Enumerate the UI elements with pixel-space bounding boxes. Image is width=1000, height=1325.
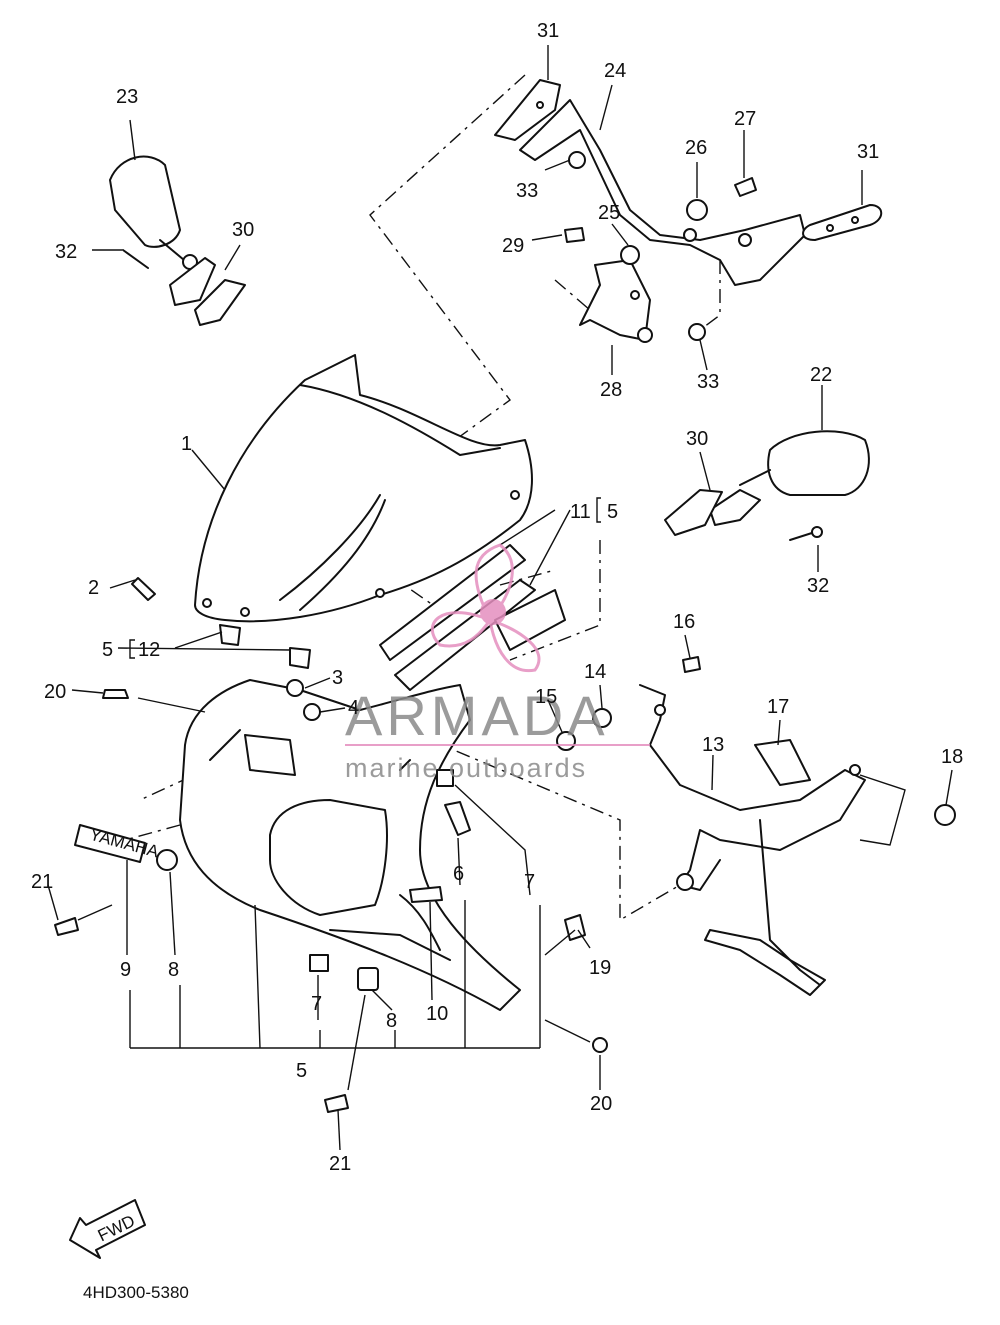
callout-7: 7: [524, 871, 535, 893]
watermark-tagline: marine outboards: [345, 753, 587, 783]
mirror-part-23: [109, 155, 216, 306]
callout-33: 33: [697, 371, 719, 393]
callout-18: 18: [941, 746, 963, 768]
bracket-part-24: [519, 99, 806, 286]
callout-32: 32: [55, 241, 77, 263]
callout-13: 13: [702, 734, 724, 756]
watermark: ARMADA marine outboards: [345, 543, 650, 783]
mirror-part-22: [709, 430, 870, 526]
callout-22: 22: [810, 364, 832, 386]
callout-15: 15: [535, 686, 557, 708]
callout-24: 24: [604, 60, 626, 82]
callout-20: 20: [44, 681, 66, 703]
callout-9: 9: [120, 959, 131, 981]
callout-16: 16: [673, 611, 695, 633]
callout-26: 26: [685, 137, 707, 159]
callout-29: 29: [502, 235, 524, 257]
callout-5: 5: [607, 501, 618, 523]
callout-leaders: [47, 45, 953, 1151]
callout-19: 19: [589, 957, 611, 979]
callout-30: 30: [686, 428, 708, 450]
gasket-part-30-left: [194, 279, 246, 326]
callout-5: 5: [102, 639, 113, 661]
cowling-stay-part-13: [639, 684, 866, 996]
watermark-logo-icon: [430, 543, 541, 673]
callout-31: 31: [537, 20, 559, 42]
diagram-code: 4HD300-5380: [83, 1283, 189, 1302]
bracket-part-31-left: [494, 79, 561, 141]
callout-21: 21: [329, 1153, 351, 1175]
callout-31: 31: [857, 141, 879, 163]
yamaha-label-part-9: YAMAHA: [74, 824, 161, 863]
fwd-arrow-icon: FWD: [69, 1199, 146, 1259]
callout-5: 5: [296, 1060, 307, 1082]
callout-17: 17: [767, 696, 789, 718]
callout-numbers: 31 24 23 27 26 31 33 25 29 30 32 28 33 2…: [31, 20, 963, 1175]
callout-7: 7: [311, 993, 322, 1015]
callout-25: 25: [598, 202, 620, 224]
callout-10: 10: [426, 1003, 448, 1025]
callout-4: 4: [348, 697, 359, 719]
callout-2: 2: [88, 577, 99, 599]
callout-8: 8: [168, 959, 179, 981]
callout-8: 8: [386, 1010, 397, 1032]
callout-27: 27: [734, 108, 756, 130]
cowling-body: [179, 679, 521, 1011]
callout-14: 14: [584, 661, 606, 683]
callout-1: 1: [181, 433, 192, 455]
callout-12: 12: [138, 639, 160, 661]
callout-3: 3: [332, 667, 343, 689]
bracket-part-31-right: [802, 204, 883, 241]
callout-6: 6: [453, 863, 464, 885]
callout-28: 28: [600, 379, 622, 401]
callout-11: 11: [570, 501, 591, 523]
watermark-brand: ARMADA: [345, 684, 609, 747]
windscreen-part-1: [194, 354, 533, 623]
callout-33: 33: [516, 180, 538, 202]
callout-30: 30: [232, 219, 254, 241]
callout-21: 21: [31, 871, 53, 893]
stay-part-28: [579, 259, 653, 343]
callout-20: 20: [590, 1093, 612, 1115]
gasket-part-30-right: [664, 489, 723, 536]
callout-32: 32: [807, 575, 829, 597]
callout-23: 23: [116, 86, 138, 108]
